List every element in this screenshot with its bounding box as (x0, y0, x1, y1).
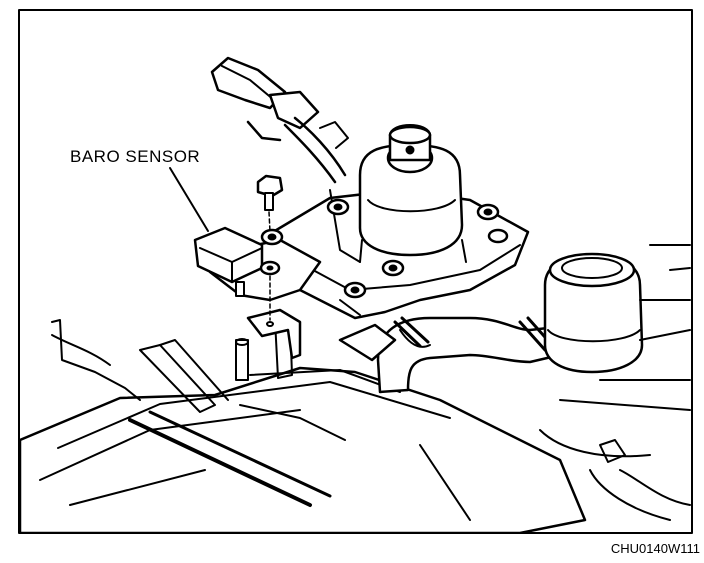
air-cleaner-housing (20, 366, 587, 532)
hoses (338, 316, 562, 394)
baro-sensor (193, 226, 322, 360)
baro-sensor-callout-label: BARO SENSOR (70, 147, 201, 166)
engine-background-right (539, 244, 691, 521)
actuator-dome (358, 124, 467, 263)
harness-connector (210, 56, 349, 184)
callout-leader-line (169, 167, 209, 232)
figure-frame (18, 9, 693, 534)
canister (543, 252, 644, 374)
sensor-bolt (256, 174, 284, 321)
figure-id-label: CHU0140W111 (610, 541, 700, 556)
mounting-bolts (326, 198, 509, 299)
